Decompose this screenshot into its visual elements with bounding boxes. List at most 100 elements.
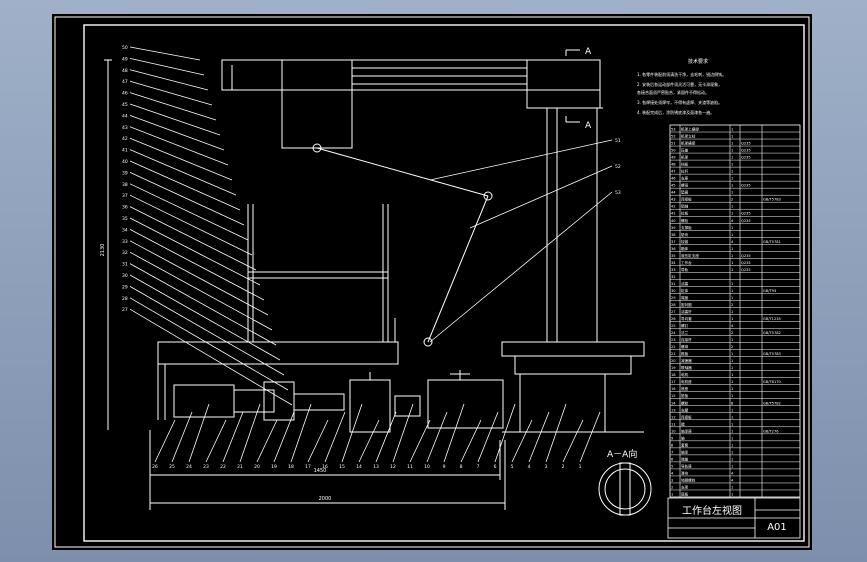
- bom-cell: 1: [731, 415, 733, 419]
- callout-number: 44: [122, 113, 128, 119]
- leader-line: [129, 149, 237, 196]
- callout-number: 7: [477, 464, 480, 470]
- callout-number: 52: [615, 164, 621, 170]
- leader-line: [129, 80, 213, 106]
- bom-cell: 1: [731, 450, 733, 454]
- bom-cell: 31: [671, 282, 676, 286]
- leader-line: [129, 274, 281, 361]
- bom-cell: GB/T5782: [763, 401, 781, 405]
- dimension-height: 2130: [100, 244, 106, 257]
- bom-cell: 1: [731, 443, 733, 447]
- bom-cell: 12: [671, 415, 676, 419]
- leader-lines: [129, 46, 613, 463]
- bom-cell: 法兰: [681, 330, 689, 335]
- callout-number: 8: [460, 464, 463, 470]
- callout-number: 11: [407, 464, 413, 470]
- outer-frame: [54, 16, 810, 548]
- leader-line: [129, 58, 205, 76]
- leader-line: [477, 411, 499, 463]
- bom-cell: 1: [731, 352, 733, 356]
- callout-number: 32: [122, 250, 128, 256]
- bom-cell: 1: [731, 485, 733, 489]
- leader-line: [443, 403, 465, 463]
- bom-cell: 机架立柱: [681, 134, 696, 139]
- bom-cell: 8: [671, 443, 674, 447]
- bom-cell: 1: [731, 128, 733, 132]
- callout-number: 2: [562, 464, 565, 470]
- bom-cell: Q235: [741, 184, 751, 188]
- bom-cell: 4: [731, 219, 734, 223]
- callout-number: 29: [122, 284, 128, 290]
- bom-cell: 47: [671, 170, 676, 174]
- bom-cell: 1: [731, 317, 733, 321]
- bom-cell: 24: [671, 331, 676, 335]
- bom-cell: 螺栓: [681, 218, 689, 223]
- bom-cell: 17: [671, 380, 676, 384]
- bom-cell: Q235: [741, 212, 751, 216]
- leader-line: [469, 165, 613, 229]
- bom-cell: 底板: [681, 492, 689, 497]
- leader-line: [429, 139, 613, 181]
- bom-cell: 1: [731, 429, 733, 433]
- bom-cell: 4: [671, 471, 674, 475]
- leader-line: [129, 126, 229, 166]
- bom-cell: 9: [671, 436, 674, 440]
- leader-line: [129, 172, 245, 226]
- bom-cell: Q235: [741, 219, 751, 223]
- callout-number: 25: [169, 464, 175, 470]
- bom-cell: 螺母: [681, 183, 689, 188]
- bom-cell: 32: [671, 275, 676, 279]
- bom-cell: 1: [731, 184, 733, 188]
- leader-line: [129, 194, 253, 256]
- bom-cell: 2: [731, 345, 733, 349]
- drawing-title: 工作台左视图: [682, 504, 742, 517]
- leader-line: [239, 403, 261, 463]
- bom-cell: 端盖: [681, 456, 689, 461]
- bom-cell: 1: [731, 142, 733, 146]
- callout-number: 14: [356, 464, 362, 470]
- bom-cell: 22: [671, 345, 676, 349]
- section-mark-top: A: [585, 47, 592, 57]
- bom-cell: 连接板: [681, 414, 692, 419]
- bom-cell: 垫圈: [681, 190, 689, 195]
- bom-cell: 33: [671, 268, 676, 272]
- bom-cell: 滑块: [681, 470, 689, 475]
- leader-line: [562, 419, 584, 463]
- callout-number: 39: [122, 170, 128, 176]
- leader-line: [358, 419, 380, 463]
- bom-cell: 1: [731, 170, 733, 174]
- bom-cell: 2: [731, 303, 733, 307]
- callout-number: 49: [122, 56, 128, 62]
- bom-cell: 螺母: [681, 344, 689, 349]
- bom-cell: 29: [671, 296, 676, 300]
- leader-line: [324, 411, 346, 463]
- bom-cell: Q235: [741, 261, 751, 265]
- dimension-width-b: 2000: [319, 496, 332, 502]
- leader-line: [129, 229, 265, 301]
- bom-cell: 压盖: [681, 148, 689, 153]
- bom-cell: 26: [671, 317, 676, 321]
- leader-line: [205, 419, 227, 463]
- bom-cell: 拉杆: [681, 169, 689, 174]
- bom-cell: 1: [731, 493, 733, 497]
- bom-cell: 轴承: [681, 449, 689, 454]
- bom-cell: 1: [731, 149, 733, 153]
- tech-req-line: 3. 各焊接处须焊牢，不得有虚焊、夹渣等缺陷。: [637, 99, 722, 105]
- bom-cell: 机架上横梁: [681, 127, 699, 132]
- bom-cell: 1: [731, 247, 733, 251]
- leader-line: [129, 46, 201, 61]
- bom-cell: GB/T1235: [763, 317, 781, 321]
- bom-cell: 2: [671, 485, 673, 489]
- leader-line: [429, 191, 613, 343]
- bom-cell: 铰链: [681, 239, 689, 244]
- bom-cell: 38: [671, 233, 676, 237]
- bom-cell: 拉板: [681, 211, 689, 216]
- leader-line: [129, 206, 257, 271]
- callout-number: 5: [511, 464, 514, 470]
- bom-cell: 1: [731, 310, 733, 314]
- bom-cell: 1: [731, 289, 733, 293]
- bom-cell: 34: [671, 261, 676, 265]
- bom-cell: 11: [671, 422, 676, 426]
- callout-number: 53: [615, 190, 621, 196]
